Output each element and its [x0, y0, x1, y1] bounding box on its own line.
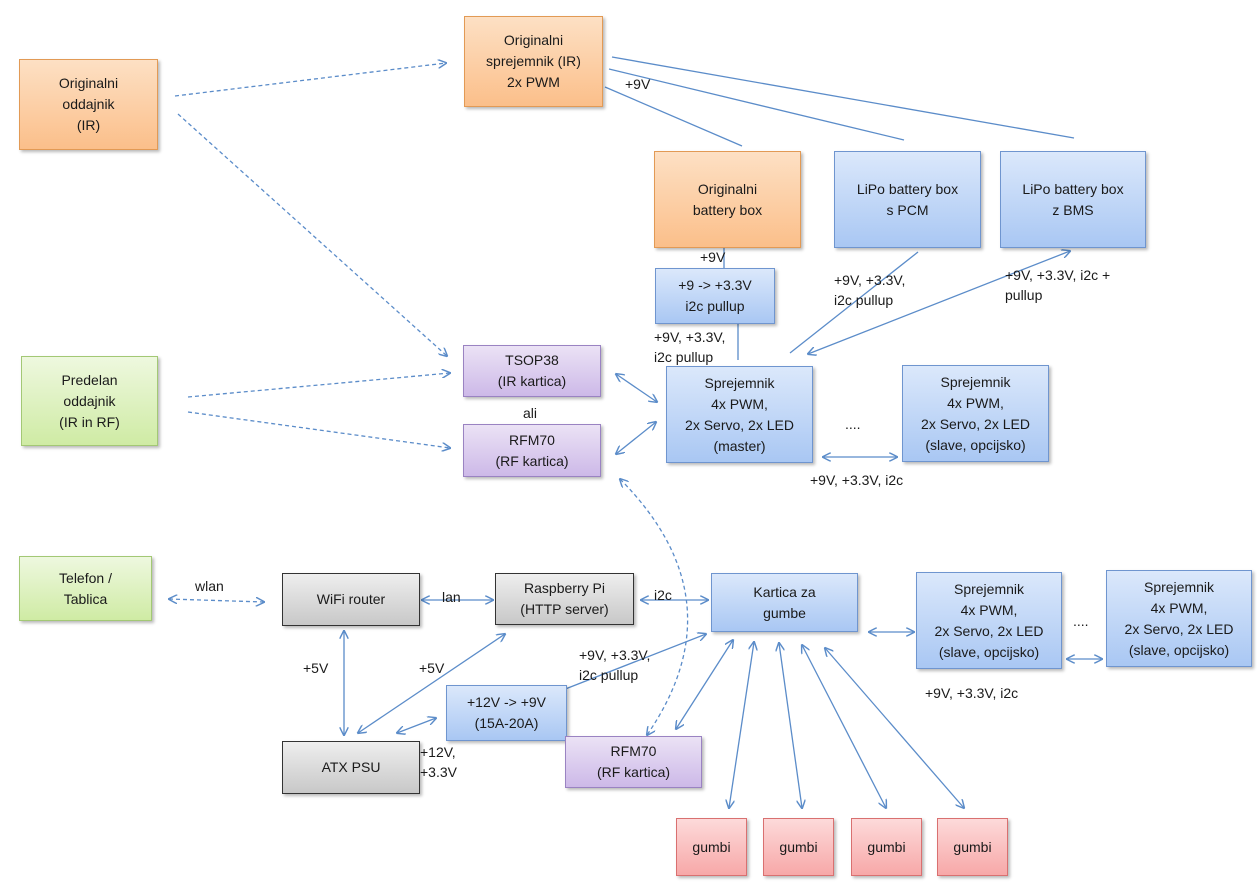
box-phone-tablet: Telefon / Tablica [19, 556, 152, 621]
box-button-card: Kartica za gumbe [711, 573, 858, 632]
link-rfm-master [616, 422, 656, 454]
box-gumbi-3: gumbi [851, 818, 922, 876]
link-tsop-master [616, 374, 657, 402]
box-atx-psu: ATX PSU [282, 741, 420, 794]
box-gumbi-4: gumbi [937, 818, 1008, 876]
link-card-gumbi-4 [825, 648, 964, 808]
label-i2c: i2c [654, 587, 672, 603]
box-modified-transmitter: Predelan oddajnik (IR in RF) [21, 356, 158, 446]
label-wlan: wlan [195, 578, 224, 594]
box-gumbi-1: gumbi [676, 818, 747, 876]
link-card-gumbi-2 [779, 643, 802, 808]
label-master-power: +9V, +3.3V, i2c pullup [654, 329, 726, 365]
label-lan: lan [442, 589, 461, 605]
box-receiver-slave-top: Sprejemnik 4x PWM, 2x Servo, 2x LED (sla… [902, 365, 1049, 462]
wire-bms-master [808, 251, 1070, 354]
label-dots-top: .... [845, 416, 861, 432]
box-receiver-slave-right: Sprejemnik 4x PWM, 2x Servo, 2x LED (sla… [1106, 570, 1252, 667]
ir-link-tsop [177, 113, 447, 356]
box-lipo-pcm: LiPo battery box s PCM [834, 151, 981, 248]
box-original-receiver: Originalni sprejemnik (IR) 2x PWM [464, 16, 603, 107]
label-5v-left: +5V [303, 660, 329, 676]
box-rfm70-top: RFM70 (RF kartica) [463, 424, 601, 477]
power-pi-psu [358, 634, 505, 733]
box-receiver-slave-mid: Sprejemnik 4x PWM, 2x Servo, 2x LED (sla… [916, 572, 1062, 669]
label-dots-bottom: .... [1073, 613, 1089, 629]
box-gumbi-2: gumbi [763, 818, 834, 876]
link-card-gumbi-1 [729, 642, 754, 808]
rf-link-rfm70 [620, 479, 689, 735]
label-slave-bus-bottom: +9V, +3.3V, i2c [925, 685, 1019, 701]
box-rfm70-bottom: RFM70 (RF kartica) [565, 736, 702, 788]
power-psu-converter [397, 718, 436, 733]
label-9v-battery: +9V [700, 249, 726, 265]
label-slave-bus-top: +9V, +3.3V, i2c [810, 472, 904, 488]
box-converter-12v-9v: +12V -> +9V (15A-20A) [446, 685, 567, 741]
box-wifi-router: WiFi router [282, 573, 420, 626]
ir-link-orig [174, 63, 446, 97]
wire-lipo-bms [611, 56, 1075, 139]
box-tsop38: TSOP38 (IR kartica) [463, 345, 601, 397]
label-9v-top: +9V [625, 76, 651, 92]
ir-link-modified [187, 373, 450, 398]
label-ali: ali [523, 405, 538, 421]
wlan-link [169, 599, 264, 602]
label-pcm-power: +9V, +3.3V, i2c pullup [834, 272, 906, 308]
wire-lipo-pcm [608, 68, 905, 141]
label-bms-power: +9V, +3.3V, i2c + pullup [1005, 267, 1111, 303]
label-5v-right: +5V [419, 660, 445, 676]
box-lipo-bms: LiPo battery box z BMS [1000, 151, 1146, 248]
label-card-power: +9V, +3.3V, i2c pullup [579, 647, 651, 683]
link-card-rfm70 [676, 640, 733, 729]
box-raspberry-pi: Raspberry Pi (HTTP server) [495, 573, 634, 625]
box-receiver-master: Sprejemnik 4x PWM, 2x Servo, 2x LED (mas… [666, 366, 813, 463]
box-converter-i2c-pullup: +9 -> +3.3V i2c pullup [655, 268, 775, 324]
label-psu-output: +12V, +3.3V [420, 744, 457, 780]
box-original-transmitter: Originalni oddajnik (IR) [19, 59, 158, 150]
wire-orig-battery [604, 86, 743, 147]
box-original-battery: Originalni battery box [654, 151, 801, 248]
rf-link-modified [187, 411, 450, 448]
